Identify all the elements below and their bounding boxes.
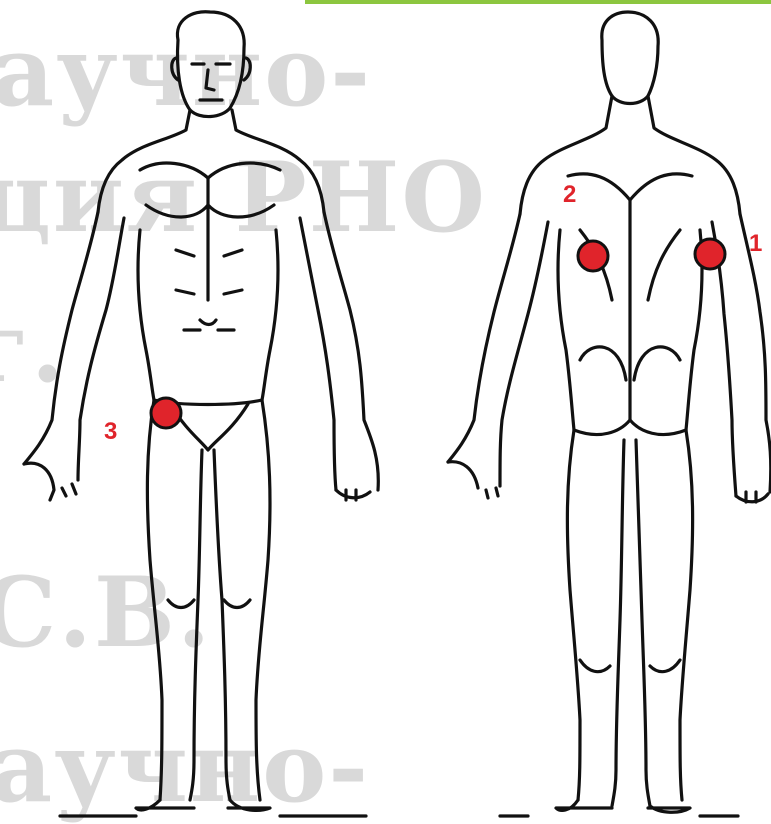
marker-3-label: 3 [104,418,117,446]
marker-1-dot [695,239,725,269]
front-body-figure [24,12,378,816]
back-body-figure [448,12,771,816]
marker-2-dot [578,241,608,271]
marker-2-label: 2 [563,181,576,209]
marker-3-dot [151,398,181,428]
marker-group [151,239,725,428]
marker-1-label: 1 [749,230,762,258]
